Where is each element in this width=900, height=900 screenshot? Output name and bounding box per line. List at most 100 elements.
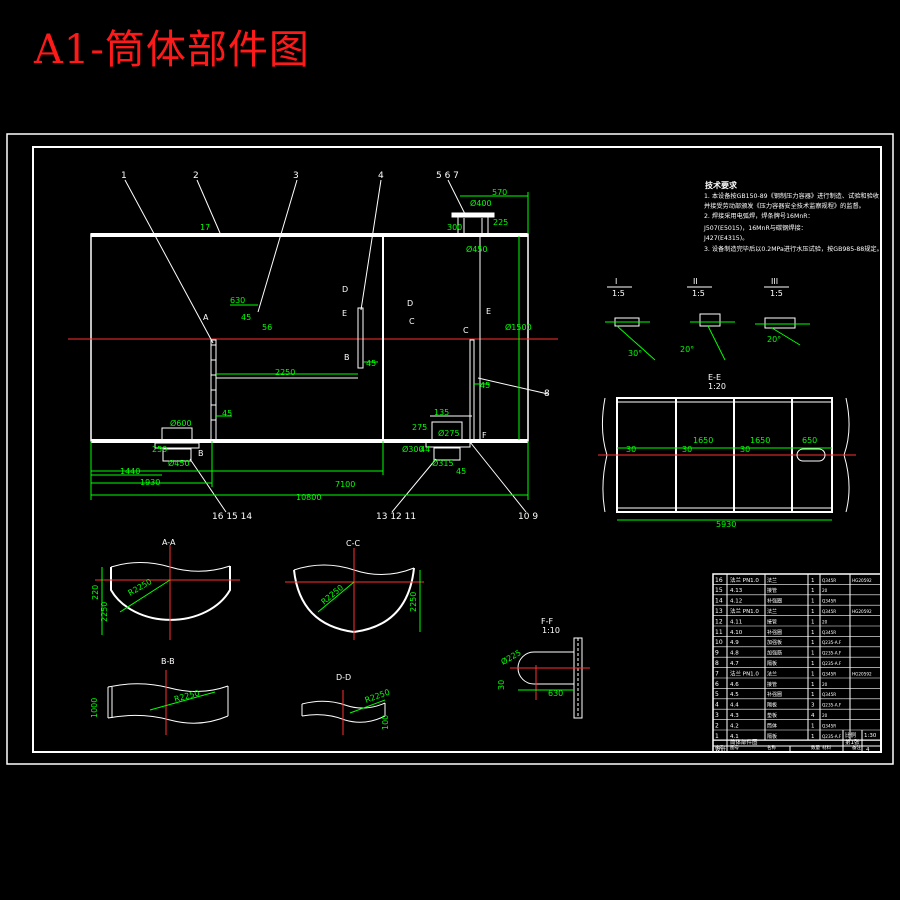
bom-cell: 4.3 bbox=[730, 713, 739, 719]
dim-text: 2250 bbox=[275, 368, 295, 377]
bom-cell: 2 bbox=[715, 722, 719, 729]
bom-cell: 4 bbox=[715, 702, 719, 709]
bom-cell: 20 bbox=[822, 713, 828, 718]
leader-label: 13 12 11 bbox=[376, 512, 416, 522]
dim-text: 5930 bbox=[716, 520, 736, 529]
title-block-sheet: 第1张 bbox=[845, 738, 860, 746]
nozzle-bottom-left bbox=[154, 427, 200, 462]
section-mark-e2: E bbox=[486, 307, 491, 316]
dim-text: Ø450 bbox=[466, 244, 488, 254]
dim-text: 225 bbox=[493, 218, 508, 227]
bom-cell: 7 bbox=[715, 670, 719, 677]
notes-line: J427(E4315)。 bbox=[703, 235, 748, 242]
nozzle-top bbox=[451, 212, 495, 237]
bom-cell: 4.2 bbox=[730, 723, 739, 729]
bom-cell: 11 bbox=[715, 629, 723, 636]
inner-frame bbox=[32, 146, 882, 753]
bom-cell: 法兰 bbox=[767, 608, 777, 615]
bom-cell: 加强筋 bbox=[767, 650, 782, 657]
section-mark-e: E bbox=[342, 309, 347, 318]
dim-text: 45 bbox=[241, 313, 251, 322]
bom-cell: 1 bbox=[811, 723, 815, 729]
bom-cell: Q345R bbox=[822, 609, 836, 614]
bom-cell: 筒体 bbox=[767, 722, 777, 729]
dim-text: R2250 bbox=[173, 689, 200, 704]
dim-text: Ø225 bbox=[499, 647, 523, 666]
dim-text: Ø275 bbox=[438, 428, 460, 438]
outer-frame bbox=[6, 133, 894, 765]
dim-text: R2250 bbox=[364, 688, 391, 705]
section-ff-text: F-F 1:10 Ø225 30 630 bbox=[497, 617, 563, 698]
bom-cell: 16 bbox=[715, 577, 723, 584]
bom-cell: 5 bbox=[715, 691, 719, 698]
dim-text: 2250 bbox=[100, 602, 109, 622]
section-label: D-D bbox=[336, 673, 351, 682]
bom-cell: 1 bbox=[811, 661, 815, 667]
bom-cell: 3 bbox=[811, 703, 815, 709]
bom-cell: HG20592 bbox=[852, 578, 872, 583]
bom-cell: 15 bbox=[715, 587, 723, 594]
main-view: 1 2 3 4 5 6 7 8 16 15 14 13 12 11 10 9 A… bbox=[68, 171, 558, 522]
bom-cell: 垫板 bbox=[767, 712, 777, 719]
section-aa bbox=[95, 545, 240, 640]
section-label: C-C bbox=[346, 539, 360, 548]
dim-text: 30 bbox=[740, 445, 750, 454]
detail-label: III bbox=[771, 277, 778, 286]
bom-cell: 4.13 bbox=[730, 588, 743, 594]
section-ee-text: E-E 1:20 30 1650 30 1650 30 650 5930 bbox=[626, 373, 817, 529]
dim-text: 250 bbox=[152, 445, 167, 454]
dim-text: 650 bbox=[802, 436, 817, 445]
bom-cell: Q235-A.F bbox=[822, 703, 842, 708]
bom-cell: Q345R bbox=[822, 692, 836, 697]
bom-cell: 隔板 bbox=[767, 733, 777, 740]
bom-cell: 隔板 bbox=[767, 660, 777, 667]
detail-label: I bbox=[615, 277, 617, 286]
dim-text: Ø450 bbox=[168, 458, 190, 468]
bom-cell: Q345R bbox=[822, 599, 836, 604]
section-mark-b2: B bbox=[198, 449, 204, 458]
bom-cell: 4.8 bbox=[730, 651, 739, 657]
bom-cell: 1 bbox=[811, 682, 815, 688]
bom-cell: 4.12 bbox=[730, 599, 742, 605]
dim-text: 45 bbox=[456, 467, 466, 476]
bom-cell: 接管 bbox=[767, 681, 777, 688]
weld-detail-labels: I II III 1:5 1:5 1:5 30° 20° 20° bbox=[612, 277, 783, 358]
bom-cell: 4.7 bbox=[730, 661, 739, 667]
bom-cell: 法兰 PN1.0 bbox=[730, 669, 759, 677]
dim-text: 56 bbox=[262, 323, 272, 332]
dim-text: 135 bbox=[434, 408, 449, 417]
section-mark-c2: C bbox=[409, 317, 415, 326]
dim-text: 1650 bbox=[750, 436, 770, 445]
title-block-designer: 设计 bbox=[715, 745, 727, 753]
bom-cell: 接管 bbox=[767, 587, 777, 594]
section-mark-d: D bbox=[342, 285, 348, 294]
dim-text: 30 bbox=[626, 445, 636, 454]
dim-text: Ø300 bbox=[402, 444, 424, 454]
section-mark-f: F bbox=[482, 431, 487, 440]
bom-cell: 4.10 bbox=[730, 630, 743, 636]
notes-line: J507(E5015)，16MnR与碳钢焊接： bbox=[703, 224, 807, 232]
section-dd bbox=[301, 690, 386, 735]
dim-text: 1930 bbox=[140, 478, 160, 487]
section-mark-c: C bbox=[463, 326, 469, 335]
dim-text: 275 bbox=[412, 423, 427, 432]
bom-header-cell: 序号 bbox=[715, 744, 724, 751]
section-bb-text: B-B R2250 1000 bbox=[90, 657, 201, 718]
bom-cell: 13 bbox=[715, 608, 723, 615]
section-scale: 1:10 bbox=[542, 626, 560, 635]
bom-cell: 1 bbox=[811, 671, 815, 677]
bom-cell: 8 bbox=[715, 660, 719, 667]
bom-cell: Q235-A.F bbox=[822, 651, 842, 656]
dim-text: 1650 bbox=[693, 436, 713, 445]
detail-scale: 1:5 bbox=[612, 289, 625, 298]
bom-cell: 4.6 bbox=[730, 682, 739, 688]
dim-text: 17 bbox=[200, 223, 210, 232]
dim-text: R2250 bbox=[320, 583, 346, 607]
section-cc bbox=[285, 548, 424, 640]
bom-cell: 1 bbox=[811, 651, 815, 657]
bom-cell: 1 bbox=[811, 619, 815, 625]
dim-text: 630 bbox=[230, 296, 245, 305]
shell-top-wall bbox=[91, 233, 528, 237]
drawing-title: A1-筒体部件图 bbox=[34, 27, 310, 73]
